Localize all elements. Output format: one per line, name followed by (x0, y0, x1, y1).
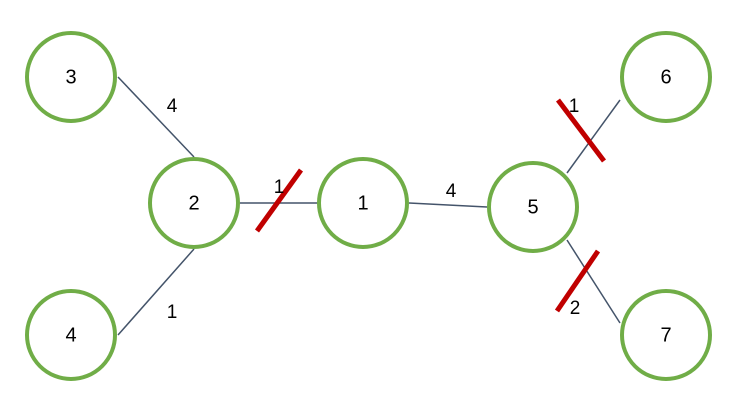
node-5: 5 (487, 161, 579, 253)
edge-weight-5-7: 2 (570, 298, 581, 319)
node-2: 2 (148, 157, 240, 249)
node-label-7: 7 (660, 324, 671, 346)
node-label-3: 3 (65, 66, 76, 88)
edge-weight-5-6: 1 (569, 96, 580, 117)
cut-mark-5-6 (556, 98, 606, 163)
cut-mark-5-7 (554, 249, 601, 313)
node-label-4: 4 (65, 324, 76, 346)
node-circle-1 (317, 157, 409, 249)
cut-mark-2-1 (254, 168, 304, 233)
node-7: 7 (620, 289, 712, 381)
edge-4-2 (117, 248, 195, 336)
edge-weight-4-2: 1 (167, 302, 178, 323)
edge-3-2 (117, 76, 195, 158)
edge-weight-3-2: 4 (167, 96, 178, 117)
node-circle-2 (148, 157, 240, 249)
node-label-1: 1 (357, 192, 368, 214)
node-label-6: 6 (660, 66, 671, 88)
edge-5-6 (566, 99, 621, 174)
node-circle-3 (25, 31, 117, 123)
edge-5-7 (566, 239, 621, 324)
node-6: 6 (620, 31, 712, 123)
edge-weight-2-1: 1 (274, 177, 285, 198)
node-circle-4 (25, 289, 117, 381)
node-circle-7 (620, 289, 712, 381)
node-label-5: 5 (527, 196, 538, 218)
node-3: 3 (25, 31, 117, 123)
edge-weight-1-5: 4 (446, 181, 457, 202)
node-label-2: 2 (188, 192, 199, 214)
node-circle-5 (487, 161, 579, 253)
node-4: 4 (25, 289, 117, 381)
node-circle-6 (620, 31, 712, 123)
node-1: 1 (317, 157, 409, 249)
edge-1-5 (408, 202, 488, 208)
